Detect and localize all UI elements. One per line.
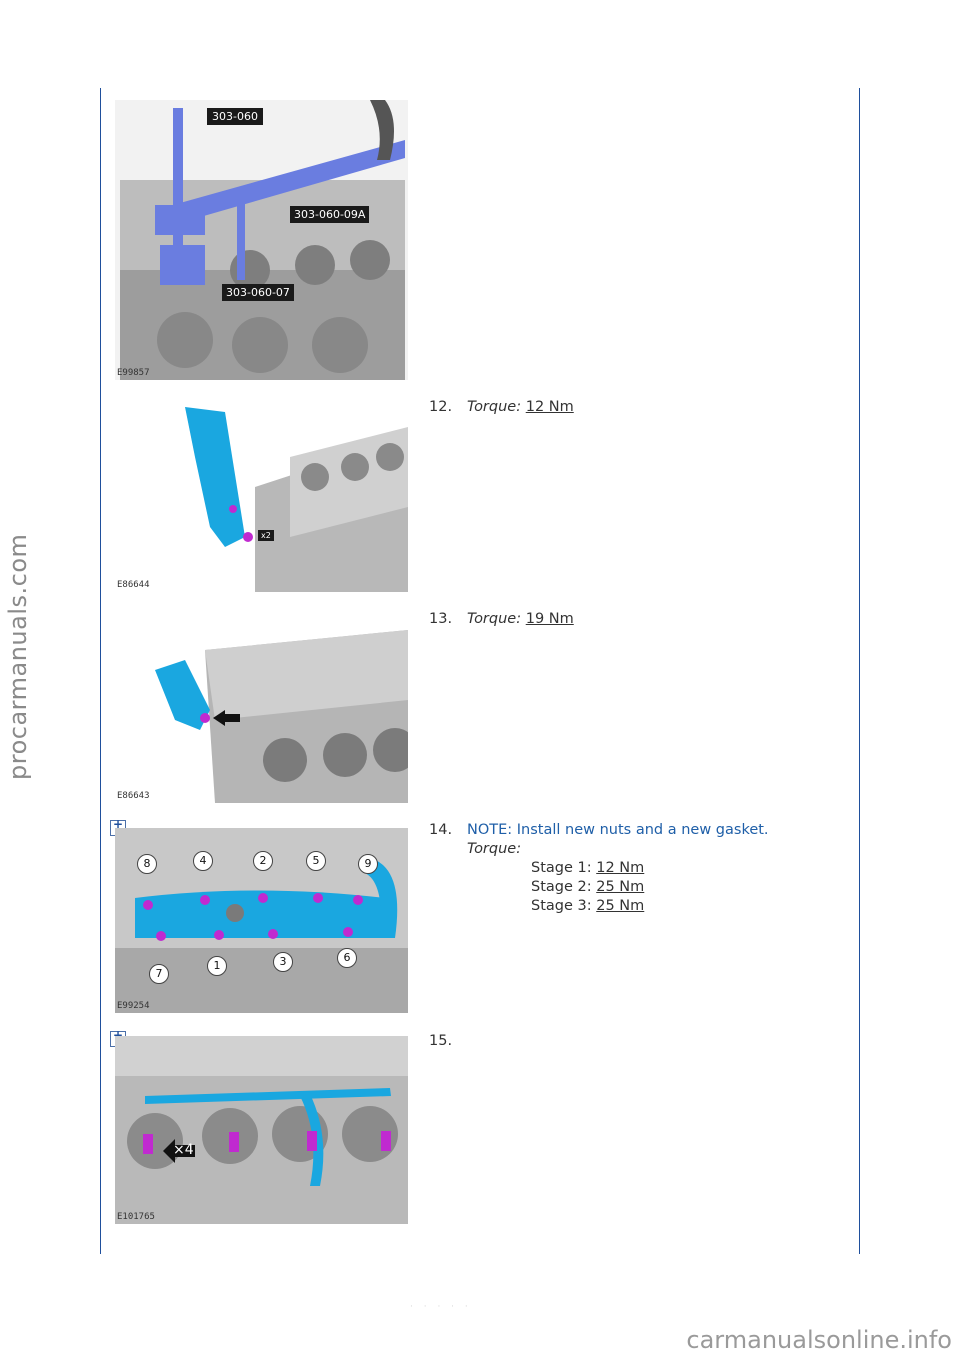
sequence-callout: 3 bbox=[273, 952, 293, 972]
stage-value[interactable]: 12 Nm bbox=[596, 860, 645, 876]
step-14: 14. NOTE: Install new nuts and a new gask… bbox=[429, 821, 769, 916]
sequence-callout: 2 bbox=[253, 851, 273, 871]
stage-row: Stage 1: 12 Nm bbox=[429, 859, 769, 878]
step-number: 14. bbox=[429, 822, 453, 838]
figure-special-tool: 303-060 303-060-09A 303-060-07 E99857 bbox=[115, 100, 408, 380]
sequence-callout: 8 bbox=[137, 854, 157, 874]
callout-tool-b: 303-060-09A bbox=[290, 206, 370, 223]
stage-label: Stage 2: bbox=[531, 879, 592, 895]
harness-illustration bbox=[115, 1036, 408, 1224]
figure-manifold-sequence: 8 4 2 5 9 7 1 3 6 E99254 bbox=[115, 828, 408, 1013]
engine-tool-illustration bbox=[115, 100, 408, 380]
figure-id: E86643 bbox=[117, 791, 150, 801]
step-12: 12. Torque: 12 Nm bbox=[429, 398, 574, 417]
side-watermark: procarmanuals.com bbox=[4, 533, 32, 780]
callout-x4: ×4 bbox=[173, 1142, 194, 1158]
torque-value[interactable]: 12 Nm bbox=[525, 399, 574, 415]
callout-x2: x2 bbox=[258, 530, 274, 541]
figure-id: E86644 bbox=[117, 580, 150, 590]
figure-bracket-x2: x2 E86644 bbox=[115, 397, 408, 592]
figure-id: E101765 bbox=[117, 1212, 155, 1222]
bottom-watermark: carmanualsonline.info bbox=[686, 1326, 952, 1354]
sequence-callout: 6 bbox=[337, 948, 357, 968]
step-number: 13. bbox=[429, 611, 453, 627]
stage-row: Stage 3: 25 Nm bbox=[429, 897, 769, 916]
bracket-arrow-illustration bbox=[115, 620, 408, 803]
callout-tool-c: 303-060-07 bbox=[222, 284, 294, 301]
step-15: 15. bbox=[429, 1032, 467, 1051]
step-number: 12. bbox=[429, 399, 453, 415]
torque-label: Torque: bbox=[467, 611, 522, 627]
figure-id: E99254 bbox=[117, 1001, 150, 1011]
left-border-rule bbox=[100, 88, 101, 1254]
figure-harness-x4: ×4 E101765 bbox=[115, 1036, 408, 1224]
sequence-callout: 7 bbox=[149, 964, 169, 984]
step-number: 15. bbox=[429, 1033, 453, 1049]
sequence-callout: 4 bbox=[193, 851, 213, 871]
stage-label: Stage 3: bbox=[531, 898, 592, 914]
sequence-callout: 1 bbox=[207, 956, 227, 976]
torque-value[interactable]: 19 Nm bbox=[525, 611, 574, 627]
right-border-rule bbox=[859, 88, 860, 1254]
torque-label: Torque: bbox=[467, 841, 522, 857]
step-13: 13. Torque: 19 Nm bbox=[429, 610, 574, 629]
torque-label: Torque: bbox=[467, 399, 522, 415]
callout-tool-a: 303-060 bbox=[207, 108, 263, 125]
stage-label: Stage 1: bbox=[531, 860, 592, 876]
page-footer: · · · · · bbox=[410, 1302, 472, 1312]
sequence-callout: 9 bbox=[358, 854, 378, 874]
stage-value[interactable]: 25 Nm bbox=[596, 898, 645, 914]
figure-id: E99857 bbox=[117, 368, 150, 378]
stage-value[interactable]: 25 Nm bbox=[596, 879, 645, 895]
sequence-callout: 5 bbox=[306, 851, 326, 871]
figure-bracket-arrow: E86643 bbox=[115, 620, 408, 803]
stage-row: Stage 2: 25 Nm bbox=[429, 878, 769, 897]
bracket-illustration bbox=[115, 397, 408, 592]
note-text: NOTE: Install new nuts and a new gasket. bbox=[467, 822, 769, 838]
